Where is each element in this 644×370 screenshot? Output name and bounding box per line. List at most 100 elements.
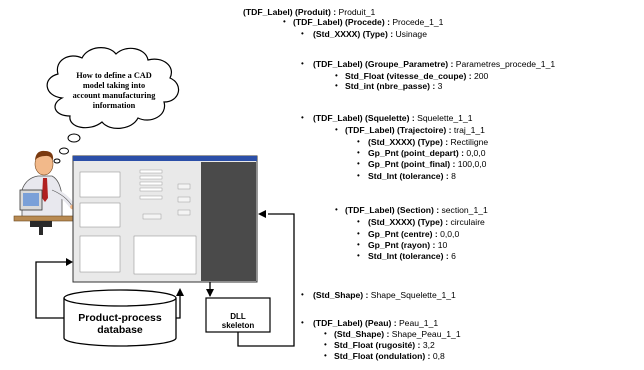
dll-label-line: DLL — [230, 312, 246, 321]
tree-node-key: Std_Float (ondulation) : — [334, 351, 433, 361]
tree-bullet: • — [301, 113, 304, 122]
tree-node-value: Squelette_1_1 — [417, 113, 473, 123]
cloud-text-line: information — [92, 101, 136, 110]
tree-node-value: Peau_1_1 — [398, 318, 439, 328]
tree-node-value: 0,0,0 — [440, 229, 460, 239]
cloud-text-line: How to define a CAD — [76, 71, 152, 80]
tree-node-value: Usinage — [395, 29, 427, 39]
cloud-text-line: model taking into — [82, 81, 146, 90]
tree-node: (Std_XXXX) (Type) : circulaire — [368, 217, 485, 227]
tree-node: Gp_Pnt (rayon) : 10 — [368, 240, 447, 250]
tree-node-value: 0,0,0 — [466, 148, 486, 158]
tree-bullet: • — [324, 351, 327, 360]
tree-node: (TDF_Label) (Section) : section_1_1 — [345, 205, 488, 215]
tree-bullet: • — [301, 59, 304, 68]
tree-node-key: Gp_Pnt (centre) : — [368, 229, 441, 239]
dll-box — [205, 297, 271, 333]
tree-node-value: 10 — [437, 240, 448, 250]
cloud-question-text: How to define a CAD model taking into ac… — [66, 71, 162, 111]
tree-node: Std_int (nbre_passe) : 3 — [345, 81, 442, 91]
tree-bullet: • — [357, 229, 360, 238]
dll-label-line: skeleton — [221, 321, 255, 330]
tree-node-key: (Std_XXXX) (Type) : — [368, 137, 451, 147]
database-label: Product-process database — [62, 312, 178, 336]
tree-node-key: (TDF_Label) (Trajectoire) : — [345, 125, 454, 135]
tree-node-key: (TDF_Label) (Procede) : — [293, 17, 393, 27]
database-cylinder-icon — [63, 289, 177, 347]
tree-node-value: 3 — [437, 81, 443, 91]
arrow-heads — [66, 210, 266, 297]
thought-cloud — [46, 47, 180, 129]
tree-bullet: • — [357, 171, 360, 180]
tree-bullet: • — [324, 329, 327, 338]
tree-node-key: (TDF_Label) (Section) : — [345, 205, 442, 215]
thought-bubble-dots — [53, 133, 81, 164]
tree-node-key: (Std_Shape) : — [334, 329, 392, 339]
tree-node: Std_Float (vitesse_de_coupe) : 200 — [345, 71, 488, 81]
tree-bullet: • — [335, 81, 338, 90]
tree-node-root: (TDF_Label) (Produit) : Produit_1 — [243, 7, 375, 17]
tree-node-key: (Std_XXXX) (Type) : — [313, 29, 396, 39]
tree-node: Gp_Pnt (point_depart) : 0,0,0 — [368, 148, 485, 158]
tree-node-key: (Std_Shape) : — [313, 290, 371, 300]
tree-node: Std_Float (ondulation) : 0,8 — [334, 351, 445, 361]
tree-bullet: • — [357, 137, 360, 146]
tree-node: (TDF_Label) (Procede) : Procede_1_1 — [293, 17, 443, 27]
tree-node-value: 3,2 — [422, 340, 435, 350]
tree-node: Std_Float (rugosité) : 3,2 — [334, 340, 435, 350]
tree-node-value: Procede_1_1 — [392, 17, 444, 27]
tree-bullet: • — [301, 29, 304, 38]
tree-bullet: • — [335, 125, 338, 134]
tree-bullet: • — [357, 148, 360, 157]
tree-node: Gp_Pnt (centre) : 0,0,0 — [368, 229, 459, 239]
tree-node: Std_Int (tolerance) : 6 — [368, 251, 456, 261]
tree-node-value: 200 — [473, 71, 489, 81]
tree-node-key: Gp_Pnt (point_depart) : — [368, 148, 467, 158]
tree-node-value: traj_1_1 — [453, 125, 485, 135]
tree-bullet: • — [335, 205, 338, 214]
tree-node: Std_Int (tolerance) : 8 — [368, 171, 456, 181]
tree-node-key: Gp_Pnt (rayon) : — [368, 240, 438, 250]
tree-node: (Std_Shape) : Shape_Peau_1_1 — [334, 329, 461, 339]
tree-node-value: 8 — [451, 171, 456, 181]
tree-node: Gp_Pnt (point_final) : 100,0,0 — [368, 159, 486, 169]
tree-node-key: Std_Float (vitesse_de_coupe) : — [345, 71, 474, 81]
app-screenshot — [72, 155, 258, 283]
tree-node: (Std_XXXX) (Type) : Usinage — [313, 29, 427, 39]
tree-node: (Std_Shape) : Shape_Squelette_1_1 — [313, 290, 456, 300]
tree-bullet: • — [357, 159, 360, 168]
tree-node-key: Std_Float (rugosité) : — [334, 340, 423, 350]
tree-node-value: section_1_1 — [441, 205, 488, 215]
tree-node-value: 100,0,0 — [457, 159, 487, 169]
tree-bullet: • — [324, 340, 327, 349]
tree-node-key: (TDF_Label) (Peau) : — [313, 318, 399, 328]
tree-node: (TDF_Label) (Trajectoire) : traj_1_1 — [345, 125, 485, 135]
tree-node-value: Shape_Peau_1_1 — [391, 329, 461, 339]
tree-node-value: Produit_1 — [338, 7, 376, 17]
tree-node-value: Shape_Squelette_1_1 — [370, 290, 456, 300]
tree-node: (Std_XXXX) (Type) : Rectiligne — [368, 137, 488, 147]
tree-node-value: Rectiligne — [450, 137, 489, 147]
tree-node-value: 0,8 — [432, 351, 445, 361]
database-label-line: database — [97, 324, 143, 336]
dll-label: DLL skeleton — [205, 312, 271, 330]
tree-node-key: (TDF_Label) (Squelette) : — [313, 113, 418, 123]
tree-node-key: Std_int (nbre_passe) : — [345, 81, 438, 91]
database-label-line: Product-process — [78, 312, 162, 324]
tree-bullet: • — [301, 318, 304, 327]
cloud-text-line: account manufacturing — [72, 91, 156, 100]
tree-node-key: (Std_XXXX) (Type) : — [368, 217, 451, 227]
tree-node-key: (TDF_Label) (Groupe_Parametre) : — [313, 59, 456, 69]
tree-bullet: • — [357, 240, 360, 249]
tree-node-key: Std_Int (tolerance) : — [368, 251, 452, 261]
tree-bullet: • — [357, 217, 360, 226]
tree-node-value: 6 — [451, 251, 456, 261]
tree-bullet: • — [283, 17, 286, 26]
tree-bullet: • — [357, 251, 360, 260]
tree-bullet: • — [335, 71, 338, 80]
tree-bullet: • — [301, 290, 304, 299]
tree-node-key: (TDF_Label) (Produit) : — [243, 7, 339, 17]
tree-node-key: Gp_Pnt (point_final) : — [368, 159, 458, 169]
